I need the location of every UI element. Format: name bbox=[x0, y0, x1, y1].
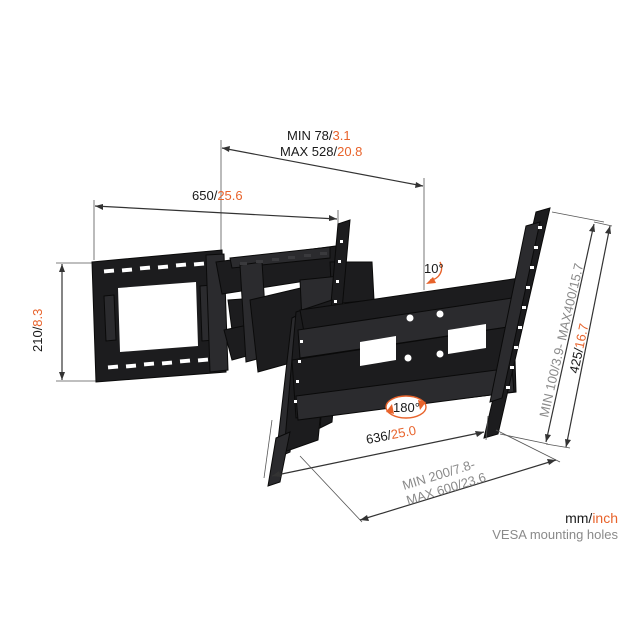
tilt-label: 10° bbox=[424, 261, 444, 276]
wall-plate-slots bbox=[103, 261, 209, 370]
arm-extension-line2: MAX 528/20.8 bbox=[280, 144, 362, 159]
arrowhead-icon bbox=[95, 204, 103, 210]
wall-plate-width-dimension: 650/25.6 bbox=[93, 188, 339, 260]
arm-extension-line bbox=[221, 147, 424, 187]
wall-plate-height-label: 210/8.3 bbox=[30, 309, 45, 352]
center-cutout bbox=[448, 324, 486, 354]
bracket-width-label: 636/25.0 bbox=[365, 423, 418, 447]
bracket-height-label: 425/16.7 bbox=[566, 322, 591, 375]
right-vertical-bracket bbox=[294, 207, 551, 439]
arrowhead-icon bbox=[589, 224, 595, 232]
arrowhead-icon bbox=[475, 431, 484, 437]
arrowhead-icon bbox=[547, 459, 556, 465]
arrowhead-icon bbox=[222, 146, 230, 152]
swivel-indicator: 180° bbox=[385, 395, 427, 419]
arm-slots bbox=[240, 252, 327, 265]
wall-plate-width-label: 650/25.6 bbox=[192, 188, 243, 203]
bracket-width-dimension: 636/25.0 bbox=[263, 415, 489, 479]
arrowhead-icon bbox=[59, 264, 65, 272]
vesa-caption: VESA mounting holes bbox=[492, 527, 618, 542]
wall-plate-cutout bbox=[118, 282, 198, 352]
wall-plate-height-dimension: 210/8.3 bbox=[30, 262, 100, 382]
arm-extension-dimension: MIN 78/3.1 MAX 528/20.8 bbox=[220, 128, 425, 290]
bracket-height-dimension: 425/16.7 bbox=[545, 221, 613, 449]
units-label: mm/inch bbox=[565, 510, 618, 526]
arm-extension-line1: MIN 78/3.1 bbox=[287, 128, 351, 143]
arrowhead-icon bbox=[59, 372, 65, 380]
wall-plate bbox=[91, 249, 229, 383]
units-legend: mm/inch VESA mounting holes bbox=[492, 510, 618, 542]
arrowhead-icon bbox=[545, 434, 551, 442]
arrowhead-icon bbox=[605, 226, 611, 234]
swivel-arrow-icon bbox=[385, 395, 427, 419]
arrowhead-icon bbox=[415, 182, 423, 188]
tv-bracket-crossbars bbox=[291, 277, 525, 421]
arrowhead-icon bbox=[565, 439, 571, 447]
center-cutout bbox=[360, 336, 396, 366]
swivel-label: 180° bbox=[393, 400, 420, 415]
arrowhead-icon bbox=[272, 471, 281, 477]
bracket-slots bbox=[294, 226, 542, 403]
tilt-indicator: 10° bbox=[424, 261, 444, 284]
arrowhead-icon bbox=[360, 515, 369, 521]
arrowhead-icon bbox=[329, 215, 337, 221]
